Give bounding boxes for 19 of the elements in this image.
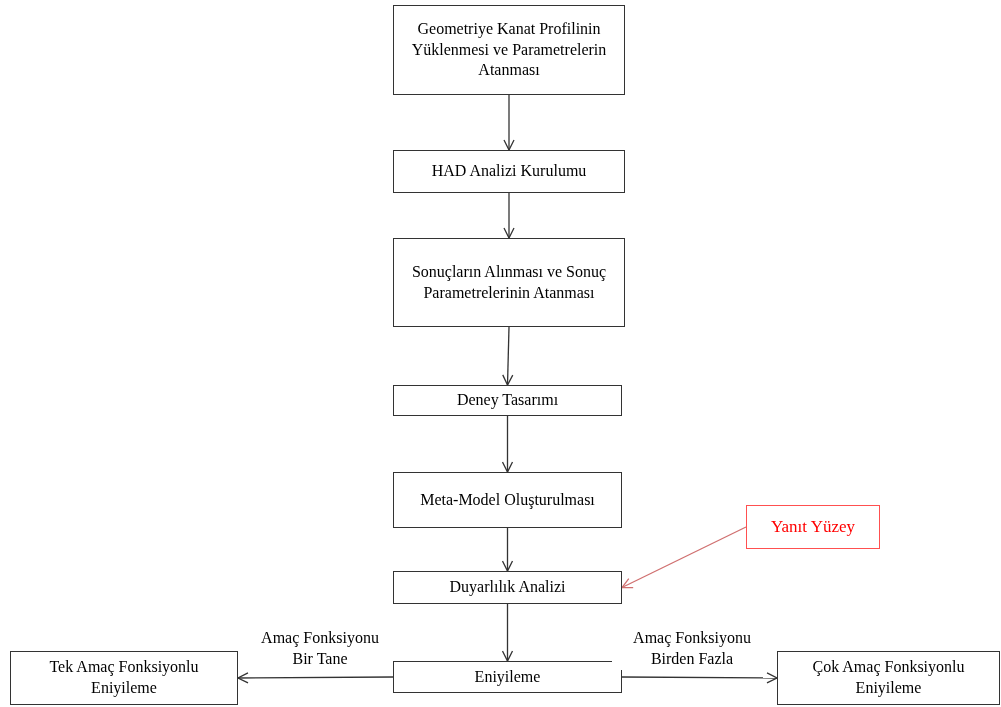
callout-box: Yanıt Yüzey [746, 505, 880, 549]
arrow [621, 672, 778, 684]
process-box: HAD Analizi Kurulumu [393, 150, 625, 193]
arrow [503, 94, 515, 151]
arrow [237, 672, 394, 684]
process-box: Eniyileme [393, 661, 622, 693]
arrow [502, 326, 514, 386]
arrow [501, 415, 514, 473]
process-box: Meta-Model Oluşturulması [393, 472, 622, 528]
process-box: Tek Amaç Fonksiyonlu Eniyileme [10, 651, 238, 705]
arrow [503, 192, 515, 239]
process-box: Sonuçların Alınması ve Sonuç Parametrelerinin Atanması [393, 238, 625, 327]
arrow [501, 603, 514, 662]
process-box: Deney Tasarımı [393, 385, 622, 416]
process-box: Duyarlılık Analizi [393, 571, 622, 604]
process-box: Geometriye Kanat Profilinin Yüklenmesi ve Parametrelerin Atanması [393, 5, 625, 95]
process-box: Çok Amaç Fonksiyonlu Eniyileme [777, 651, 1000, 705]
arrow [501, 527, 514, 572]
pointer-arrow [621, 526, 747, 589]
